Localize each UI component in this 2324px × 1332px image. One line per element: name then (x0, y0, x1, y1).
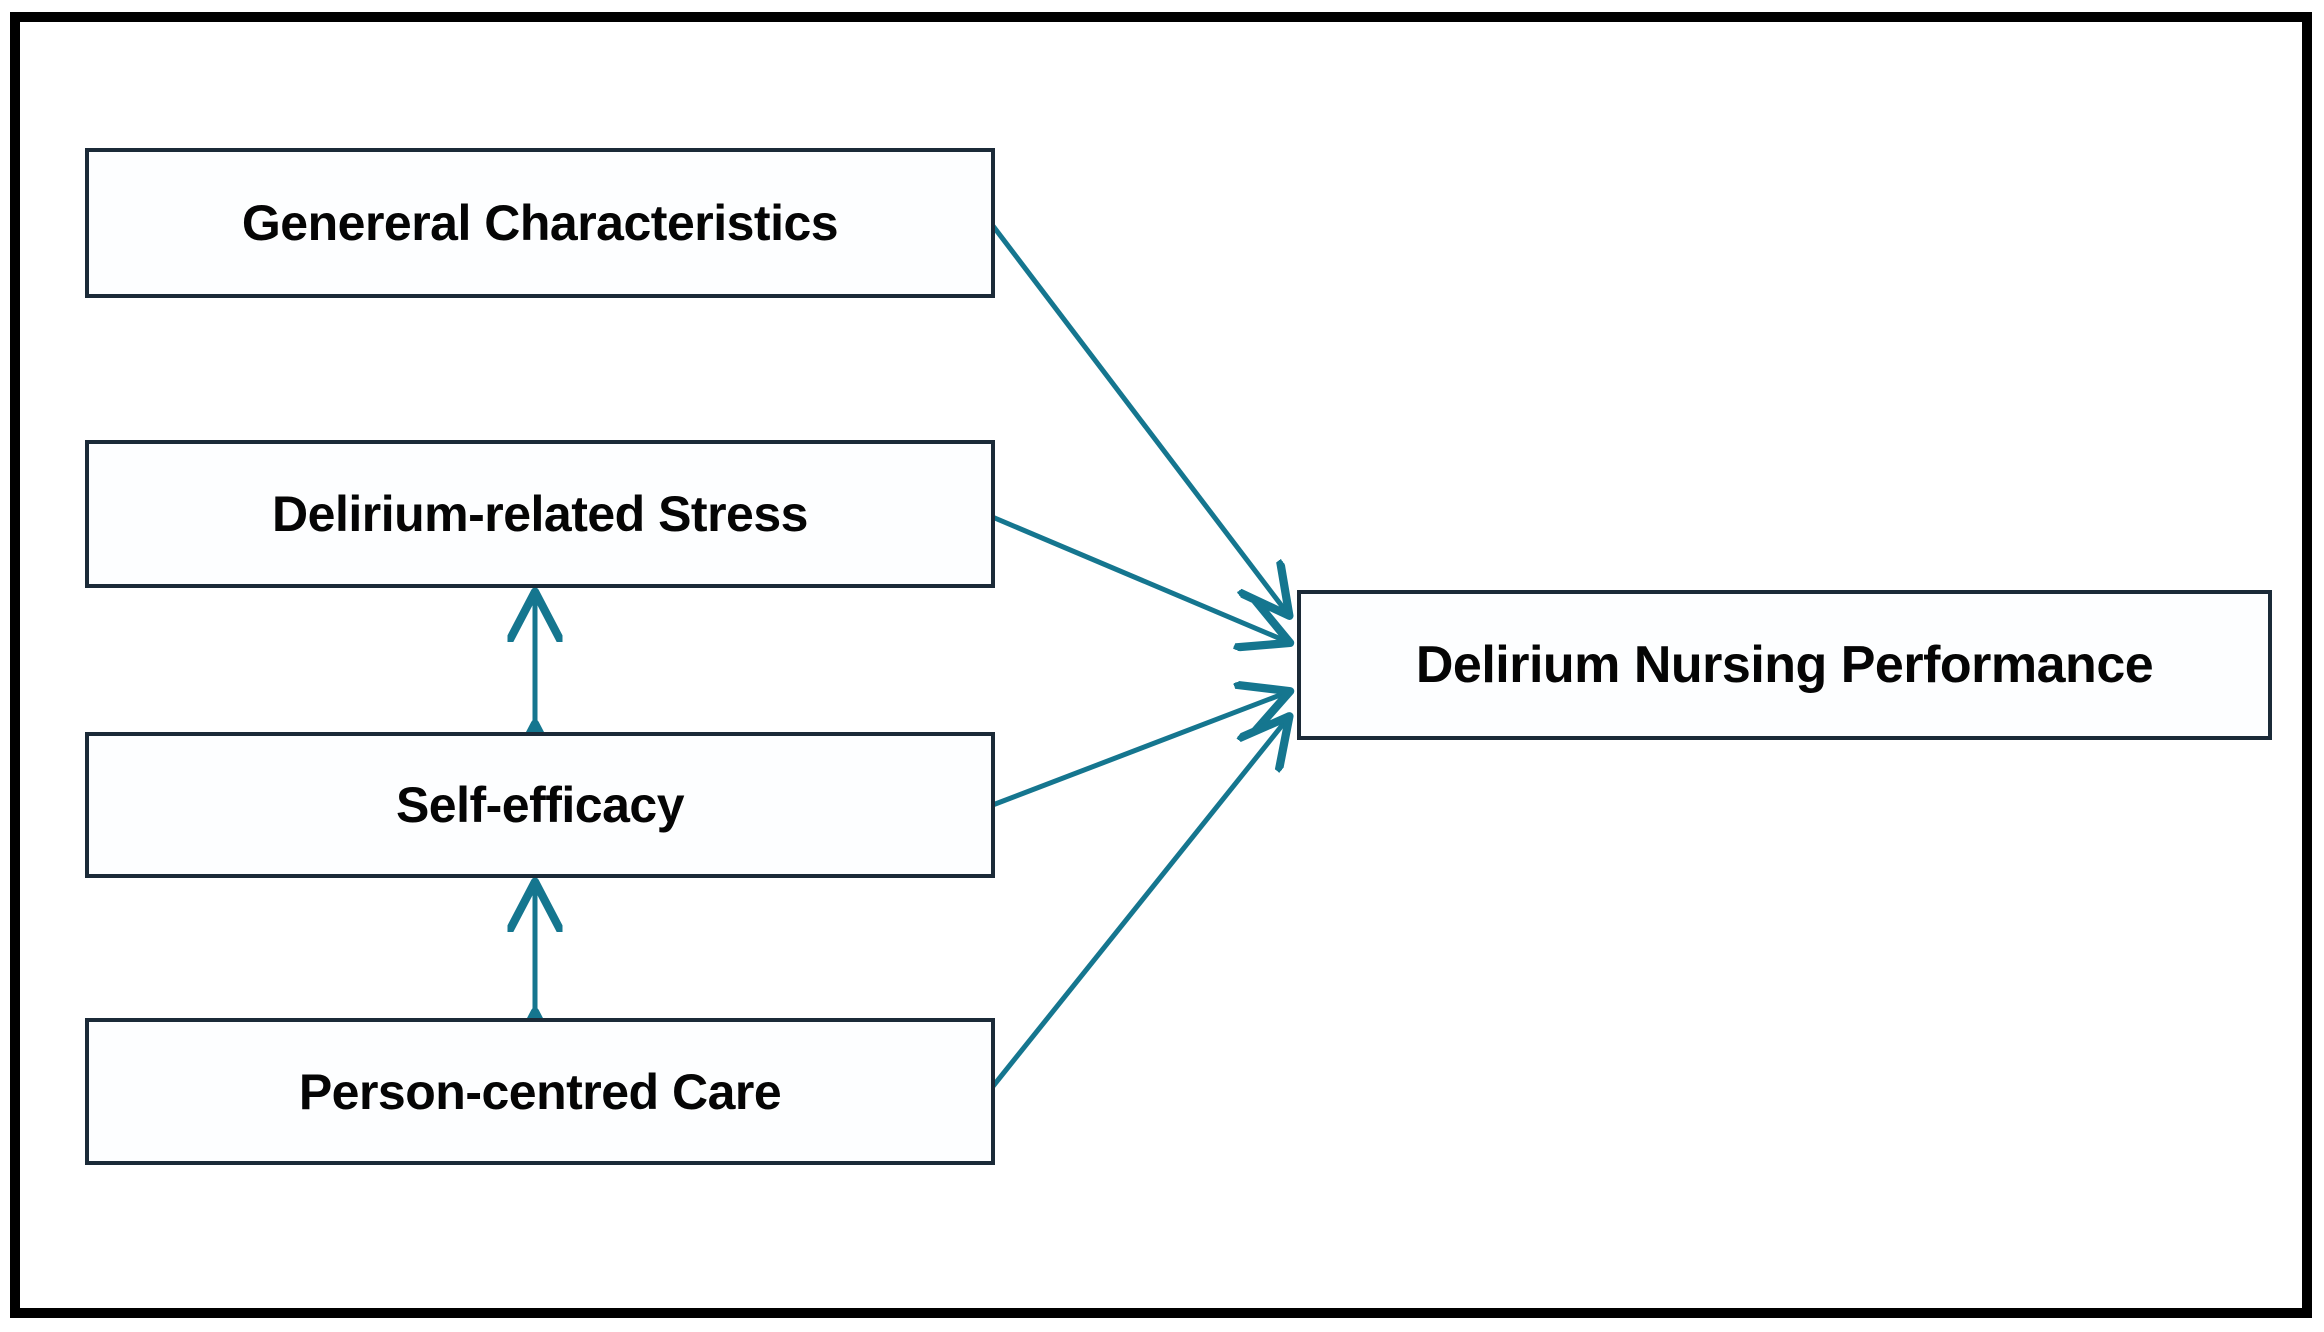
arrow-stress-to-performance (989, 513, 1288, 642)
arrow-personcentred-to-performance (988, 718, 1288, 1092)
node-label-person-centred-care: Person-centred Care (298, 1063, 782, 1120)
node-label-delirium-nursing-performance: Delirium Nursing Performance (1415, 636, 2154, 694)
node-self-efficacy[interactable]: Self-efficacy (85, 732, 995, 878)
node-label-general-characteristics: Genereral Characteristics (241, 195, 839, 251)
arrow-selfefficacy-to-performance (989, 692, 1288, 809)
node-delirium-related-stress[interactable]: Delirium-related Stress (85, 440, 995, 588)
node-person-centred-care[interactable]: Person-centred Care (85, 1018, 995, 1165)
diagram-outer-frame (10, 12, 2312, 1318)
node-label-self-efficacy: Self-efficacy (395, 777, 685, 833)
arrow-general-to-performance (988, 220, 1288, 614)
node-delirium-nursing-performance[interactable]: Delirium Nursing Performance (1297, 590, 2272, 740)
node-label-delirium-related-stress: Delirium-related Stress (272, 486, 808, 542)
node-general-characteristics[interactable]: Genereral Characteristics (85, 148, 995, 298)
